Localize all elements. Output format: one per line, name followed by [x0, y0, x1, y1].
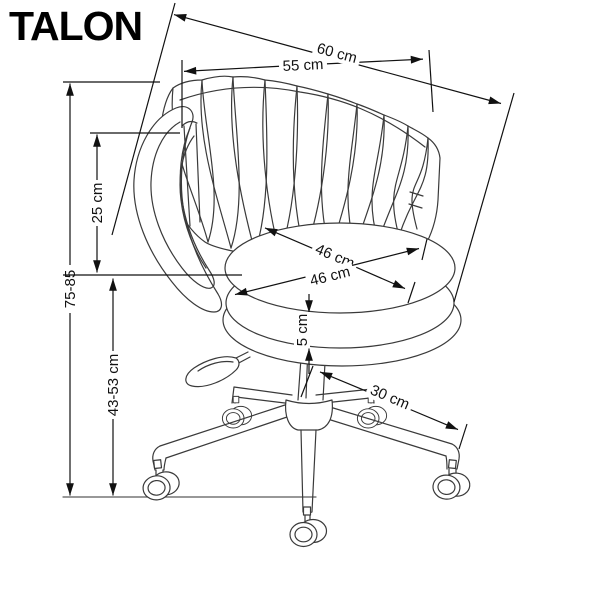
product-title: TALON — [9, 3, 143, 49]
height-lever — [185, 351, 251, 388]
base-side-legs — [139, 403, 473, 503]
dimension-label-backrest-height: 25 cm — [89, 183, 106, 224]
extension-line — [111, 2, 176, 236]
dimension-label-seat-height: 43-53 cm — [105, 354, 122, 417]
extension-line — [458, 423, 468, 450]
dimension-label-overall-height: 75-85 — [62, 270, 79, 308]
base-rear-legs — [221, 386, 388, 429]
caster-right — [431, 457, 473, 503]
extension-line — [428, 49, 434, 113]
dimension-label-backrest-width: 55 cm — [282, 56, 324, 75]
dimension-backrest-width: 55 cm — [181, 49, 434, 128]
base-hub — [284, 399, 333, 431]
backrest-inner-top-edge — [179, 86, 426, 148]
armrest-left — [133, 106, 223, 313]
backrest-end-strap-rungs — [408, 191, 424, 209]
backrest-outline — [159, 75, 441, 262]
caster-front — [289, 506, 328, 548]
armrest-strap — [181, 120, 201, 227]
dimension-seat-height: 43-53 cm — [63, 274, 242, 496]
extension-line — [453, 92, 515, 303]
caster-rear-left — [221, 395, 253, 429]
dimension-seat-thickness: 5 cm — [294, 294, 313, 374]
dimension-backrest-height: 25 cm — [88, 132, 180, 273]
chair-drawing — [62, 75, 473, 548]
extension-line — [300, 365, 314, 398]
dimension-overall-width: 60 cm — [111, 2, 515, 303]
extension-line — [421, 238, 428, 261]
dimension-annotations: 75-85 25 cm 43-53 cm — [61, 2, 515, 496]
dimension-overall-height: 75-85 — [61, 81, 160, 496]
caster-left — [139, 457, 182, 502]
extension-line — [407, 281, 416, 304]
dimension-label-seat-thickness: 5 cm — [294, 314, 311, 347]
